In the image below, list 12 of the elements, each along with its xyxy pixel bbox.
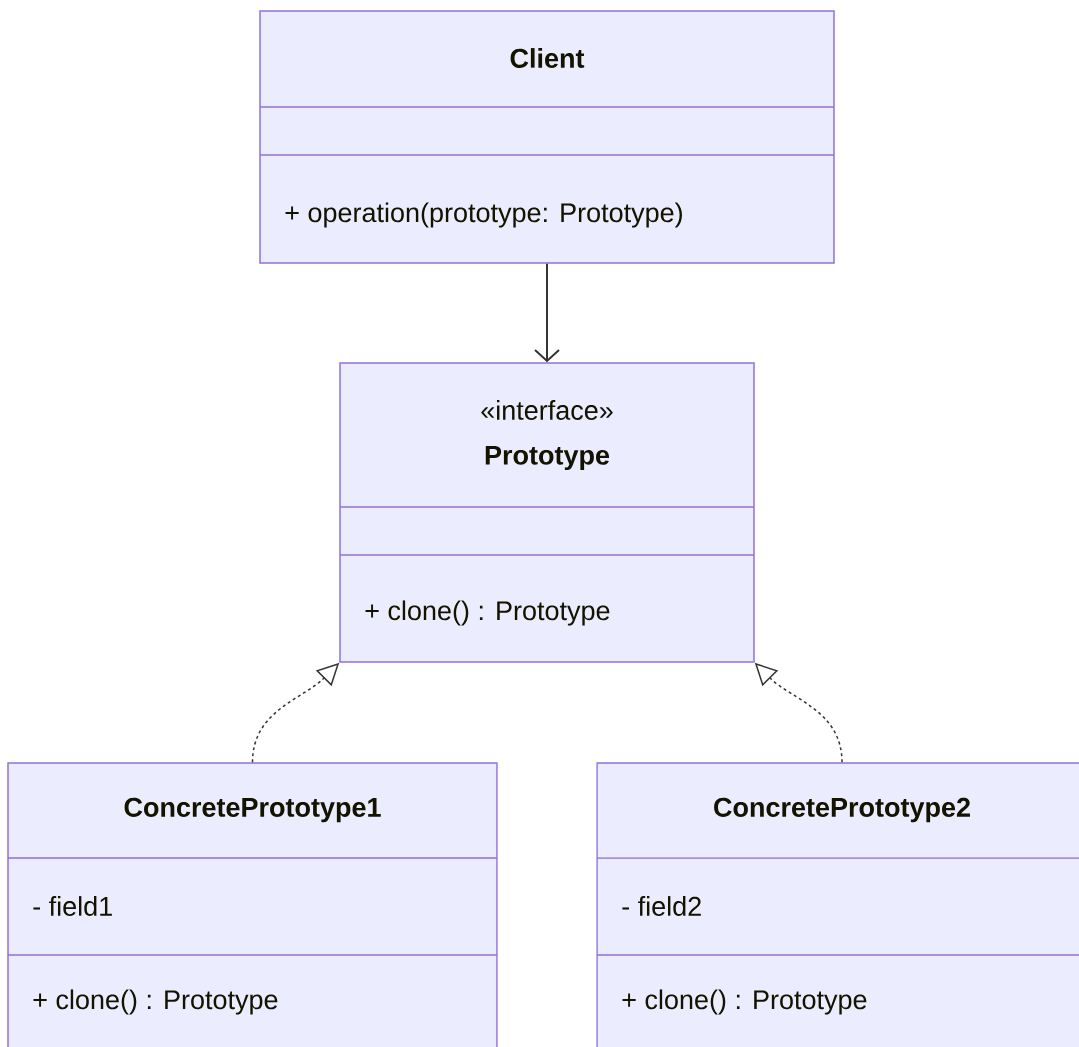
method-text: + clone() : Prototype [365,600,610,626]
class-name: Prototype [485,445,610,471]
class-name: Client [510,48,585,68]
field-text: - field2 [622,896,701,916]
method-text: + clone() : Prototype [622,989,867,1015]
arrow [534,262,560,363]
method-text: + clone() : Prototype [33,989,278,1015]
class-name: ConcretePrototype1 [124,797,381,823]
method-text: + operation(prototype: Prototype) [285,202,682,228]
class-name: ConcretePrototype2 [714,797,970,823]
field-text: - field1 [33,896,112,916]
stereotype-text: «interface» [481,400,613,420]
